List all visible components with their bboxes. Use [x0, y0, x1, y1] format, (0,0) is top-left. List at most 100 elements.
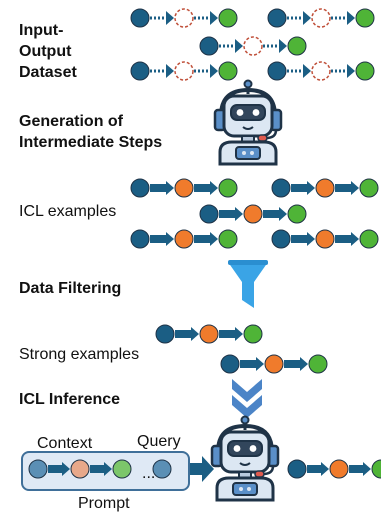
arrow-head	[303, 64, 311, 78]
mid-node	[199, 324, 219, 344]
arrow-head	[363, 462, 371, 476]
node-chain	[130, 178, 238, 198]
input-node	[271, 229, 291, 249]
funnel-icon	[228, 260, 268, 308]
out-node	[218, 8, 238, 28]
arrow-head	[166, 11, 174, 25]
arrow-head	[235, 39, 243, 53]
strong-example-chains	[155, 324, 328, 374]
missing-node	[311, 61, 331, 81]
arrow-shaft	[150, 235, 167, 243]
input-output-chains	[130, 8, 375, 81]
double-chevron-down-icon	[232, 379, 262, 418]
out-node	[287, 36, 307, 56]
arrow-shaft	[284, 360, 301, 368]
arrow-shaft	[349, 465, 364, 473]
node-chain	[199, 204, 307, 224]
arrow-head	[104, 462, 112, 476]
out-node	[371, 459, 381, 479]
label-icl-examples: ICL examples	[19, 203, 117, 220]
query-node	[152, 459, 172, 479]
node-chain	[28, 459, 132, 479]
out-node	[355, 8, 375, 28]
out-node	[218, 178, 238, 198]
arrow-head	[300, 357, 308, 371]
node-chain	[199, 36, 307, 56]
out-node	[355, 61, 375, 81]
out-node	[243, 324, 263, 344]
robot-generator-icon	[213, 78, 283, 166]
input-node	[287, 459, 307, 479]
arrow-shaft	[291, 184, 308, 192]
mid-node	[315, 178, 335, 198]
node-chain	[271, 229, 379, 249]
input-node	[130, 8, 150, 28]
mid-node	[315, 229, 335, 249]
arrow-head	[307, 181, 315, 195]
arrow-head	[210, 181, 218, 195]
arrow-shaft	[307, 465, 322, 473]
arrow-head	[210, 11, 218, 25]
prompt-chain	[28, 459, 172, 479]
arrow-shaft	[175, 330, 192, 338]
inference-output-chain	[287, 459, 381, 479]
arrow-shaft	[219, 210, 236, 218]
arrow-shaft	[240, 360, 257, 368]
arrow-head	[351, 181, 359, 195]
arrow-head	[347, 64, 355, 78]
node-chain	[155, 324, 263, 344]
ctxout-node	[112, 459, 132, 479]
label-query: Query	[137, 433, 181, 450]
label-generation-intermediate-steps: Generation of Intermediate Steps	[19, 113, 163, 151]
arrow-shaft	[335, 184, 352, 192]
input-node	[130, 61, 150, 81]
prompt-ellipsis: ...	[142, 465, 155, 482]
node-chain	[267, 8, 375, 28]
arrow-head	[307, 232, 315, 246]
ctx-node	[28, 459, 48, 479]
arrow-shaft	[335, 235, 352, 243]
input-node	[155, 324, 175, 344]
label-icl-inference: ICL Inference	[19, 391, 121, 408]
robot-inference-icon	[210, 414, 280, 502]
arrow-head	[166, 181, 174, 195]
label-input-output-dataset: Input- Output Dataset	[19, 22, 77, 81]
label-prompt: Prompt	[78, 495, 130, 512]
input-node	[130, 178, 150, 198]
node-chain	[271, 178, 379, 198]
arrow-head	[279, 39, 287, 53]
label-strong-examples: Strong examples	[19, 346, 140, 363]
arrow-head	[235, 327, 243, 341]
node-chain	[287, 459, 381, 479]
out-node	[218, 61, 238, 81]
arrow-head	[166, 64, 174, 78]
out-node	[308, 354, 328, 374]
mid-node	[174, 229, 194, 249]
missing-node	[243, 36, 263, 56]
arrow-head	[166, 232, 174, 246]
input-node	[199, 204, 219, 224]
input-node	[220, 354, 240, 374]
arrow-shaft	[90, 465, 105, 473]
out-node	[359, 229, 379, 249]
icl-example-chains	[130, 178, 379, 249]
node-chain	[220, 354, 328, 374]
arrow-head	[235, 207, 243, 221]
arrow-shaft	[194, 184, 211, 192]
mid-node	[264, 354, 284, 374]
out-node	[218, 229, 238, 249]
arrow-head	[321, 462, 329, 476]
mid-node	[329, 459, 349, 479]
arrow-shaft	[263, 210, 280, 218]
arrow-head	[303, 11, 311, 25]
node-chain	[267, 61, 375, 81]
input-node	[267, 61, 287, 81]
missing-node	[311, 8, 331, 28]
arrow-head	[210, 232, 218, 246]
node-chain	[130, 229, 238, 249]
ctxmid-node	[70, 459, 90, 479]
input-node	[199, 36, 219, 56]
arrow-shaft	[48, 465, 63, 473]
arrow-head	[210, 64, 218, 78]
